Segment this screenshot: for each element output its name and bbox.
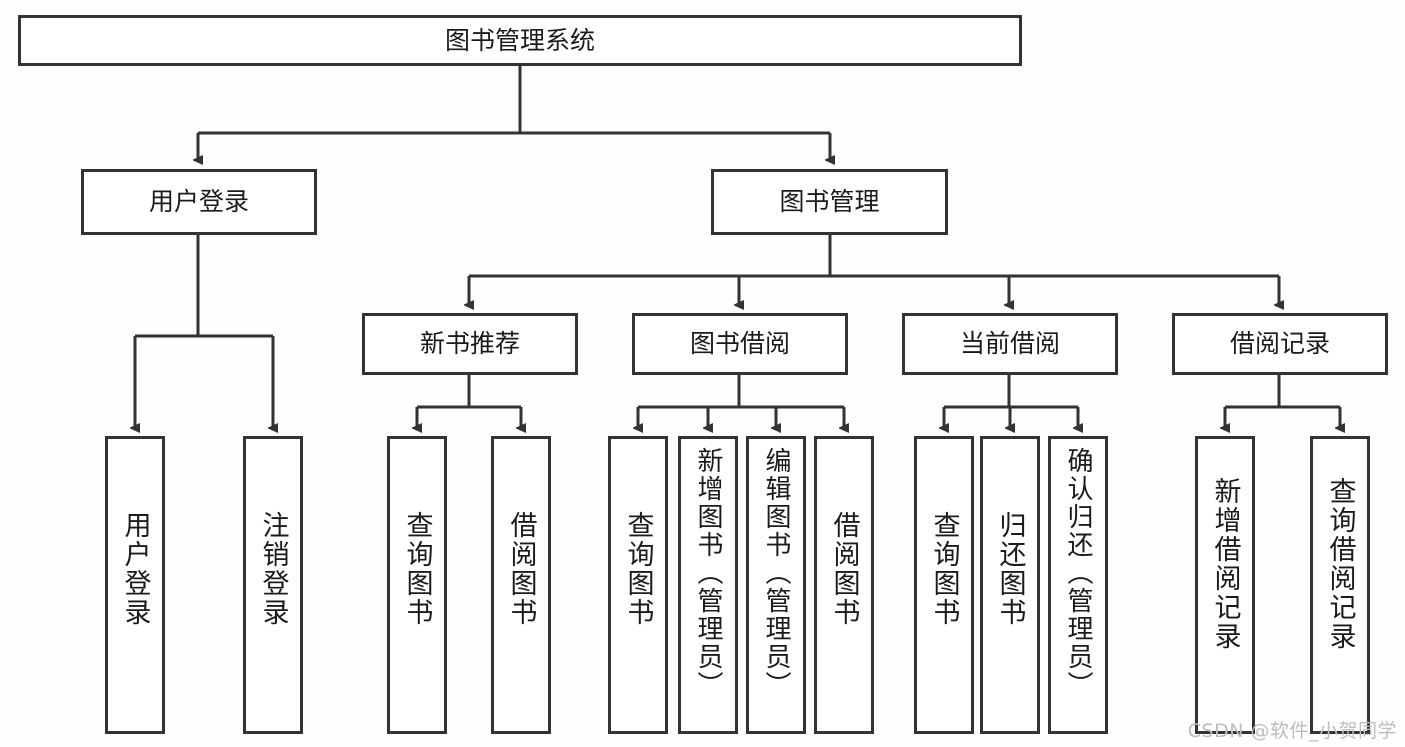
leaf-records-add-record-label: 新增借阅记录 [1209,477,1241,651]
csdn-watermark: CSDN @软件_小贺同学 [1187,720,1397,742]
leaf-borrow-borrow-book[interactable]: 借阅图书 [814,436,874,734]
leaf-user-login-logout-label: 注销登录 [257,511,289,627]
node-user-login[interactable]: 用户登录 [81,169,317,235]
node-user-login-label: 用户登录 [148,187,249,217]
leaf-records-query-record[interactable]: 查询借阅记录 [1310,436,1370,734]
leaf-borrow-add-book-admin[interactable]: 新增图书（管理员） [678,436,738,734]
leaf-borrow-edit-book-admin[interactable]: 编辑图书（管理员） [746,436,806,734]
node-new-book-recommend-label: 新书推荐 [419,329,520,359]
node-borrow-records-label: 借阅记录 [1229,329,1330,359]
node-new-book-recommend[interactable]: 新书推荐 [362,313,578,375]
leaf-records-add-record[interactable]: 新增借阅记录 [1195,436,1255,734]
leaf-user-login-login-label: 用户登录 [119,511,151,627]
leaf-current-confirm-return-admin[interactable]: 确认归还（管理员） [1048,436,1108,734]
node-borrow-records[interactable]: 借阅记录 [1172,313,1388,375]
leaf-current-query-book[interactable]: 查询图书 [914,436,974,734]
node-root[interactable]: 图书管理系统 [18,15,1022,66]
node-root-label: 图书管理系统 [444,25,595,55]
node-book-manage[interactable]: 图书管理 [711,169,948,235]
leaf-new-book-borrow[interactable]: 借阅图书 [491,436,551,734]
leaf-current-return-book[interactable]: 归还图书 [980,436,1040,734]
leaf-new-book-borrow-label: 借阅图书 [505,511,537,627]
leaf-current-confirm-return-admin-label: 确认归还（管理员） [1063,447,1093,699]
node-current-borrow-label: 当前借阅 [959,329,1060,359]
leaf-user-login-login[interactable]: 用户登录 [105,436,165,734]
leaf-borrow-edit-book-admin-label: 编辑图书（管理员） [761,447,791,699]
node-book-borrow-label: 图书借阅 [689,329,790,359]
node-current-borrow[interactable]: 当前借阅 [902,313,1118,375]
leaf-user-login-logout[interactable]: 注销登录 [243,436,303,734]
leaf-borrow-query-book-label: 查询图书 [622,511,654,627]
leaf-current-query-book-label: 查询图书 [928,511,960,627]
leaf-new-book-query[interactable]: 查询图书 [387,436,447,734]
leaf-borrow-query-book[interactable]: 查询图书 [608,436,668,734]
node-book-manage-label: 图书管理 [779,187,880,217]
node-book-borrow[interactable]: 图书借阅 [632,313,848,375]
leaf-borrow-borrow-book-label: 借阅图书 [828,511,860,627]
leaf-records-query-record-label: 查询借阅记录 [1324,477,1356,651]
leaf-borrow-add-book-admin-label: 新增图书（管理员） [693,447,723,699]
leaf-current-return-book-label: 归还图书 [994,511,1026,627]
leaf-new-book-query-label: 查询图书 [401,511,433,627]
